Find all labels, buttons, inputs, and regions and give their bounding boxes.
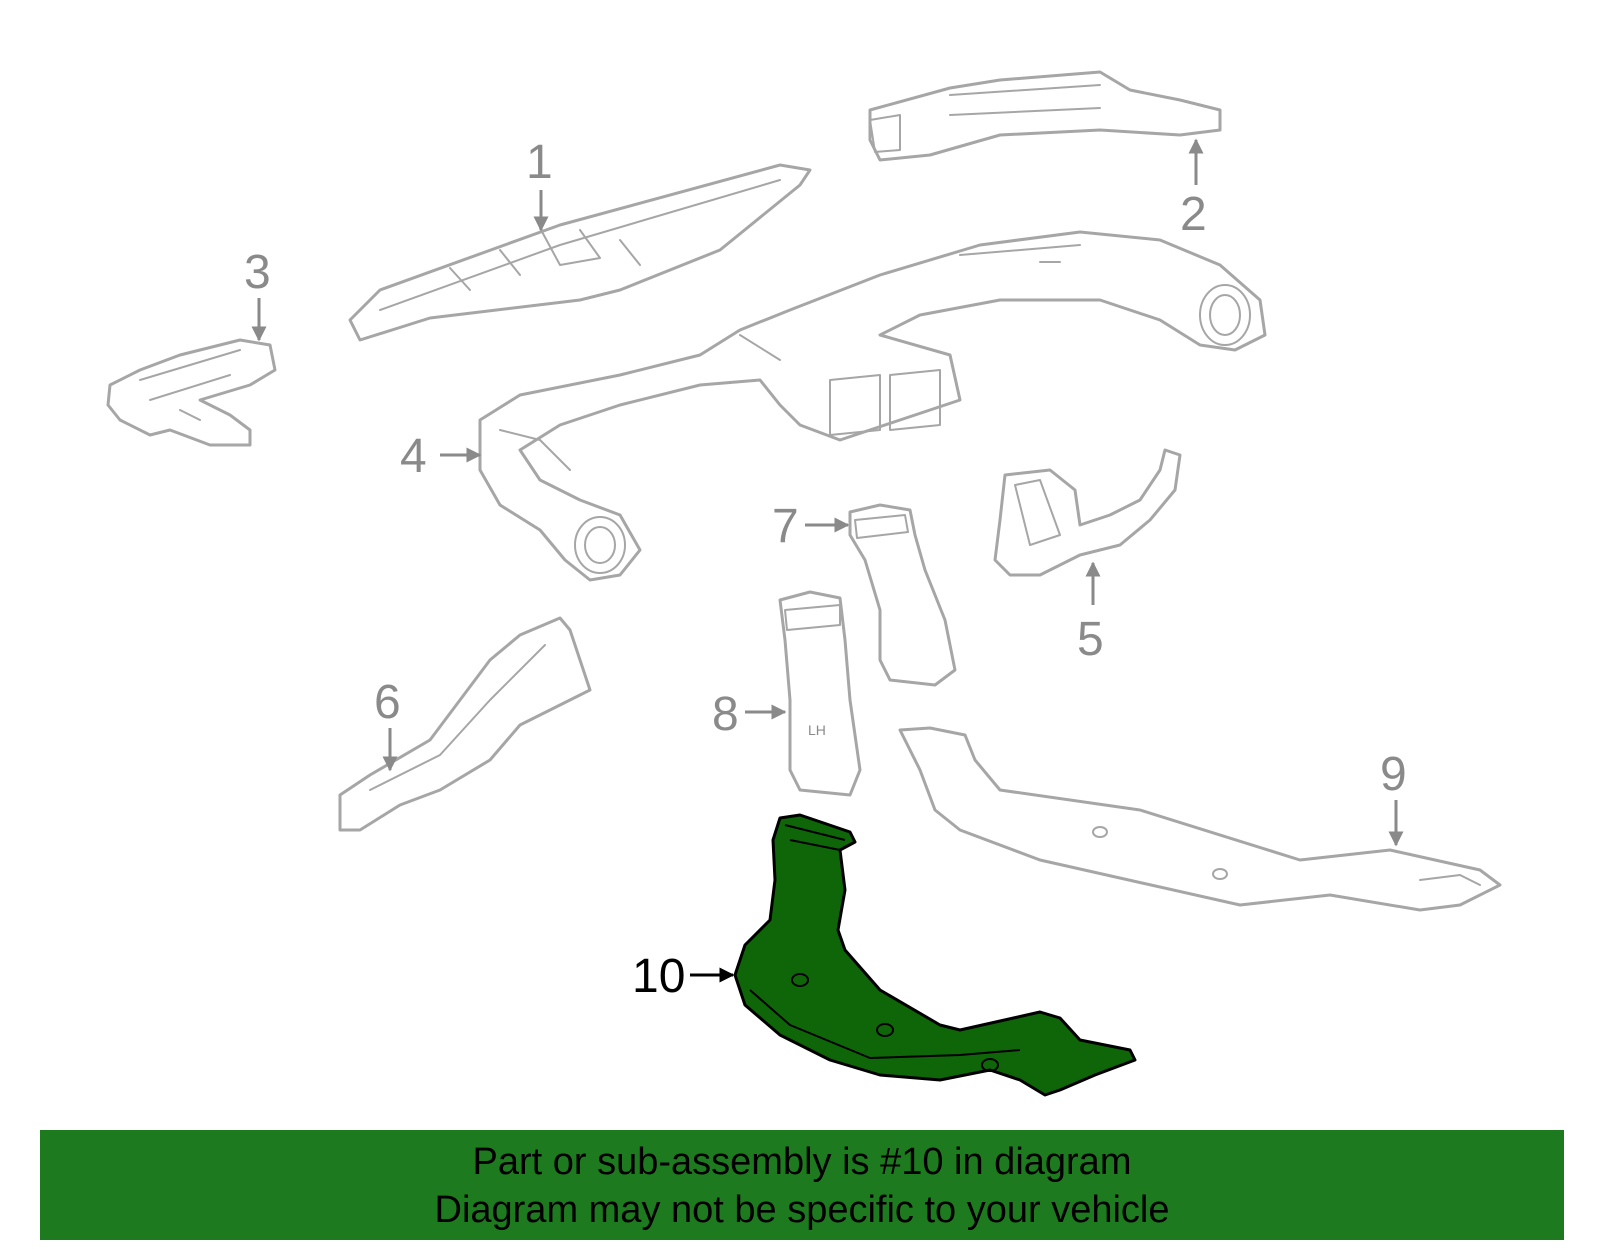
- part-8-lh-duct: LH: [778, 590, 862, 797]
- callout-arrows: [251, 138, 1404, 983]
- part-7-vertical-duct: [848, 503, 957, 687]
- callout-8: 8: [712, 688, 739, 741]
- banner-line-2: Diagram may not be specific to your vehi…: [434, 1189, 1170, 1231]
- info-banner: Part or sub-assembly is #10 in diagram D…: [40, 1130, 1564, 1240]
- part-6-lower-left-duct: [338, 616, 592, 832]
- part-1-defroster-duct: [348, 163, 812, 342]
- part-9-floor-duct: [898, 726, 1502, 912]
- callout-2: 2: [1180, 188, 1207, 241]
- callout-1: 1: [526, 136, 553, 189]
- lh-mark: LH: [808, 722, 826, 738]
- part-3-duct-connector: [106, 338, 277, 447]
- part-2-side-duct: [868, 70, 1222, 162]
- part-10-highlighted-duct: [733, 813, 1137, 1097]
- callout-4: 4: [400, 430, 427, 483]
- part-5-side-outlet: [993, 448, 1182, 577]
- callout-7: 7: [772, 500, 799, 553]
- callout-10: 10: [632, 950, 685, 1003]
- callout-6: 6: [374, 676, 401, 729]
- callout-3: 3: [244, 246, 271, 299]
- callout-5: 5: [1077, 613, 1104, 666]
- callout-9: 9: [1380, 748, 1407, 801]
- banner-line-1: Part or sub-assembly is #10 in diagram: [472, 1141, 1132, 1183]
- part-4-main-duct: [478, 230, 1267, 582]
